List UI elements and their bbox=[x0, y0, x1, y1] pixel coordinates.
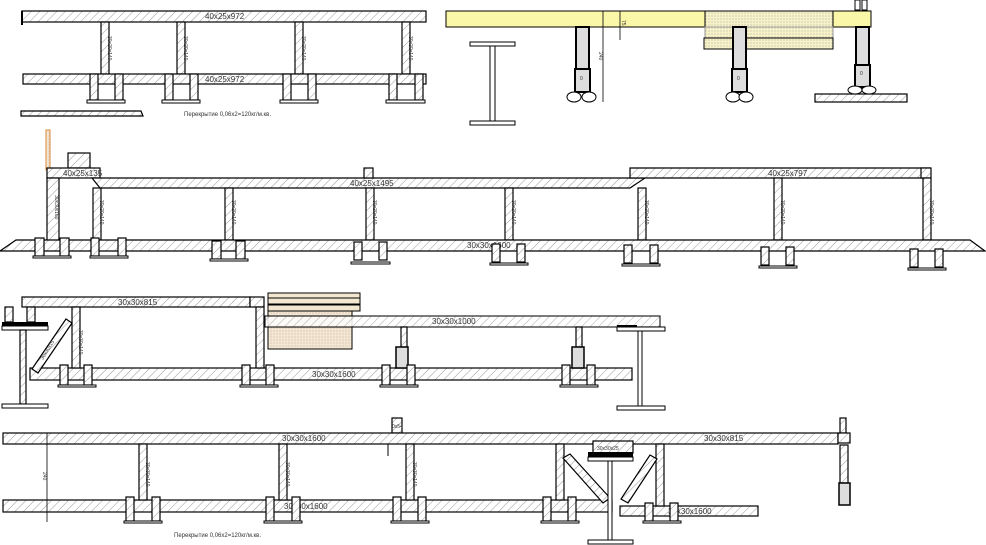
post-label: 30x30x140 bbox=[144, 462, 150, 487]
bottom-beam bbox=[29, 367, 633, 381]
bottom-beam-label: 40x25x972 bbox=[205, 75, 245, 84]
slab-section bbox=[20, 110, 144, 117]
feet bbox=[57, 364, 599, 388]
bottom-beam bbox=[22, 73, 427, 85]
post-label: 30x20x140 bbox=[643, 200, 649, 225]
center-label: 30x30x25 bbox=[597, 446, 619, 452]
main-beam-label: 40x25x1495 bbox=[350, 179, 394, 188]
post-label: 30x20x140 bbox=[371, 200, 377, 225]
post-label: 30x20x140 bbox=[300, 36, 306, 61]
i-beam bbox=[469, 41, 516, 126]
drawing-3-frame: 40x25x135 40x25x1495 40x25x797 30x30x160… bbox=[0, 129, 986, 271]
post-label: 30x20x140 bbox=[98, 200, 104, 225]
dimension: 240 bbox=[41, 433, 48, 522]
left-beam-label: 40x25x135 bbox=[63, 169, 103, 178]
post-label: 30x30x140 bbox=[77, 330, 83, 355]
dim-240: 240 bbox=[41, 472, 47, 481]
mid-beam-label: 30x30x1000 bbox=[432, 317, 476, 326]
jack-3: 0 bbox=[814, 26, 908, 103]
post-label: 30x20x140 bbox=[106, 36, 112, 61]
bottom-beam-label: 30x30x1600 bbox=[312, 370, 356, 379]
drawing-4-frame: 30x30x815 30x30x1000 30x30x1600 30x30x14… bbox=[1, 292, 666, 411]
post-label: 30x30x140 bbox=[411, 462, 417, 487]
left-post-label: 30x30x160 bbox=[53, 195, 59, 220]
feet bbox=[123, 496, 682, 524]
slab-caption: Перекрытие 0,06x2=120кг/м.кв. bbox=[184, 112, 271, 118]
diagonal-brace bbox=[620, 454, 658, 504]
mid-beam bbox=[264, 315, 661, 328]
posts: 30x20x140 30x20x140 30x20x140 30x20x140 … bbox=[92, 177, 934, 241]
post-label: 30x20x140 bbox=[182, 36, 188, 61]
post-label: 30x20x140 bbox=[928, 200, 934, 225]
right-beam bbox=[629, 167, 931, 179]
right-beam-label: 40x25x797 bbox=[768, 169, 808, 178]
feet bbox=[32, 237, 947, 271]
drawing-1-frame: 40x25x972 30x20x140 30x20x140 30x20x140 … bbox=[20, 10, 427, 118]
post-label: 30x20x140 bbox=[407, 36, 413, 61]
main-beam bbox=[90, 177, 647, 189]
top-beam-label: 30x30x1600 bbox=[282, 434, 326, 443]
posts: 30x30x140 30x30x140 30x30x140 bbox=[138, 443, 665, 507]
right-i-beam bbox=[616, 325, 666, 411]
jack-mark: 0 bbox=[737, 76, 740, 82]
center-i-beam bbox=[587, 452, 634, 545]
post-label: 30x20x140 bbox=[779, 200, 785, 225]
post-label: 30x20x140 bbox=[230, 200, 236, 225]
bottom-beam-label: 30x30x1600 bbox=[284, 502, 328, 511]
posts: 30x20x140 30x20x140 30x20x140 30x20x140 bbox=[100, 21, 413, 75]
jack-mark: 0 bbox=[860, 71, 863, 77]
feet bbox=[86, 73, 426, 104]
post-label: 30x30x140 bbox=[284, 462, 290, 487]
jack-1: 0 bbox=[566, 26, 597, 103]
drawing-2-section: 0 0 0 75 240 bbox=[445, 0, 908, 126]
top-beam-label: 30x30x815 bbox=[118, 298, 158, 307]
top-beam-label: 40x25x972 bbox=[205, 12, 245, 21]
dim-240: 240 bbox=[597, 52, 603, 61]
drawing-5-frame: 0x54 30x30x1600 30x30x815 30x30x1600 30x… bbox=[2, 417, 851, 545]
bottom-beam-label: 30x30x1600 bbox=[467, 241, 511, 250]
dim-75: 75 bbox=[620, 20, 626, 26]
jack-mark: 0 bbox=[580, 76, 583, 82]
right-post bbox=[837, 417, 851, 506]
jack-2: 0 bbox=[725, 26, 754, 103]
slab-caption: Перекрытие 0,06x2=120кг/м.кв. bbox=[174, 533, 261, 539]
dimensions: 75 240 bbox=[597, 11, 626, 102]
orange-post bbox=[45, 129, 51, 171]
diagonal-brace bbox=[31, 318, 73, 374]
top-right-beam-label: 30x30x815 bbox=[704, 434, 744, 443]
post-label: 30x20x140 bbox=[510, 200, 516, 225]
left-i-beam bbox=[1, 306, 49, 409]
bottom-right-beam bbox=[619, 505, 759, 517]
bottom-right-beam-label: 30x30x1600 bbox=[668, 507, 712, 516]
block-label: 0x54 bbox=[392, 424, 403, 430]
